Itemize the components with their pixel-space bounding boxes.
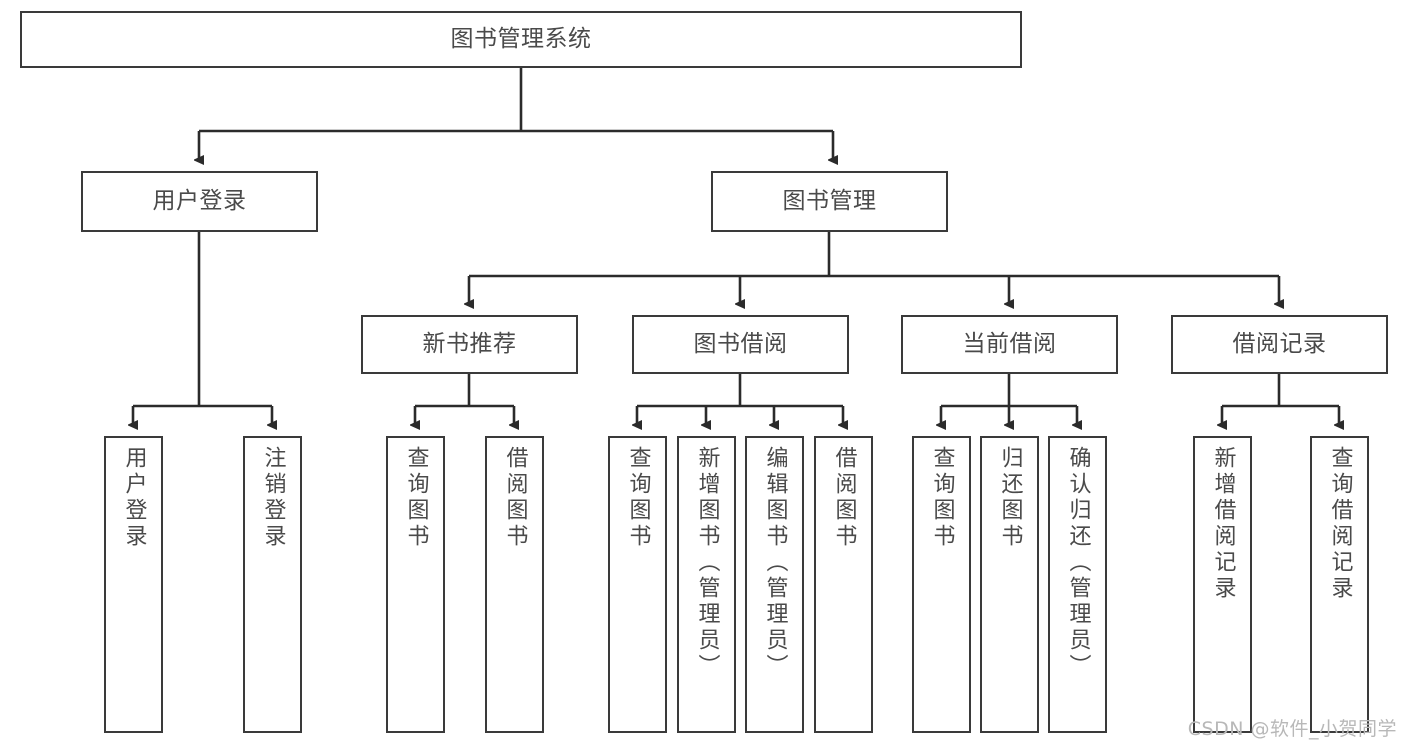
node-leaf-user-login-label: 用户登录 <box>121 446 147 550</box>
node-book-borrow-label: 图书借阅 <box>693 331 788 358</box>
node-leaf-user-login[interactable]: 用户登录 <box>104 436 163 733</box>
node-new-book-recommend-label: 新书推荐 <box>422 331 517 358</box>
node-leaf-add-borrow-record-label: 新增借阅记录 <box>1210 446 1236 602</box>
node-leaf-confirm-return-admin[interactable]: 确认归还（管理员） <box>1048 436 1107 733</box>
node-leaf-query-book-recommend[interactable]: 查询图书 <box>386 436 445 733</box>
node-current-borrow[interactable]: 当前借阅 <box>901 315 1118 374</box>
csdn-watermark: CSDN @软件_小贺同学 <box>1187 718 1397 740</box>
node-leaf-edit-book-admin[interactable]: 编辑图书（管理员） <box>745 436 804 733</box>
node-leaf-logout-label: 注销登录 <box>260 446 286 550</box>
node-leaf-query-book-recommend-label: 查询图书 <box>403 446 429 550</box>
node-leaf-logout[interactable]: 注销登录 <box>243 436 302 733</box>
node-current-borrow-label: 当前借阅 <box>962 331 1057 358</box>
node-leaf-return-book[interactable]: 归还图书 <box>980 436 1039 733</box>
node-leaf-query-book-current-label: 查询图书 <box>929 446 955 550</box>
node-book-management[interactable]: 图书管理 <box>711 171 948 232</box>
node-leaf-query-book-borrow-label: 查询图书 <box>625 446 651 550</box>
node-leaf-confirm-return-admin-label: 确认归还（管理员） <box>1065 446 1091 680</box>
node-leaf-query-borrow-record[interactable]: 查询借阅记录 <box>1310 436 1369 733</box>
node-leaf-edit-book-admin-label: 编辑图书（管理员） <box>762 446 788 680</box>
node-leaf-query-book-borrow[interactable]: 查询图书 <box>608 436 667 733</box>
node-leaf-return-book-label: 归还图书 <box>997 446 1023 550</box>
node-borrow-record-label: 借阅记录 <box>1232 331 1327 358</box>
node-leaf-query-borrow-record-label: 查询借阅记录 <box>1327 446 1353 602</box>
node-leaf-borrow-book-label: 借阅图书 <box>831 446 857 550</box>
node-leaf-add-borrow-record[interactable]: 新增借阅记录 <box>1193 436 1252 733</box>
node-user-login[interactable]: 用户登录 <box>81 171 318 232</box>
node-root-label: 图书管理系统 <box>450 26 592 53</box>
node-leaf-query-book-current[interactable]: 查询图书 <box>912 436 971 733</box>
node-new-book-recommend[interactable]: 新书推荐 <box>361 315 578 374</box>
node-book-borrow[interactable]: 图书借阅 <box>632 315 849 374</box>
node-borrow-record[interactable]: 借阅记录 <box>1171 315 1388 374</box>
node-leaf-add-book-admin[interactable]: 新增图书（管理员） <box>677 436 736 733</box>
node-user-login-label: 用户登录 <box>152 188 247 215</box>
node-book-management-label: 图书管理 <box>782 188 877 215</box>
node-leaf-borrow-book[interactable]: 借阅图书 <box>814 436 873 733</box>
node-leaf-borrow-book-recommend[interactable]: 借阅图书 <box>485 436 544 733</box>
node-root[interactable]: 图书管理系统 <box>20 11 1022 68</box>
node-leaf-borrow-book-recommend-label: 借阅图书 <box>502 446 528 550</box>
node-leaf-add-book-admin-label: 新增图书（管理员） <box>694 446 720 680</box>
